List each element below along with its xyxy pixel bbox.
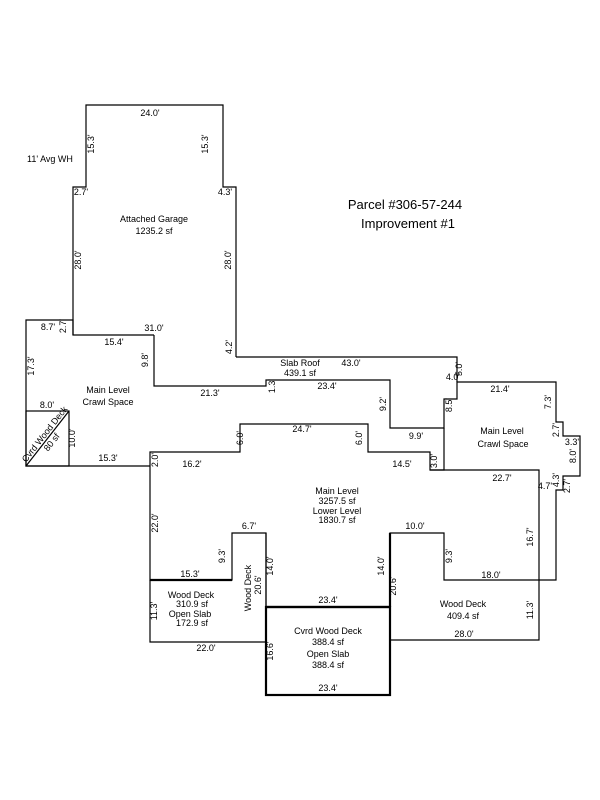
wood-deck-left-name: Wood Deck — [168, 590, 215, 600]
dim-deck-113a: 11.3' — [149, 601, 159, 620]
wood-deck-right-name: Wood Deck — [440, 599, 487, 609]
dim-ml-162: 16.2' — [182, 459, 202, 469]
dim-rc-27b: 2.7' — [562, 479, 572, 494]
dim-ml-67: 6.7' — [242, 521, 257, 531]
dim-rc-85: 8.5' — [444, 398, 454, 413]
wood-deck-left-outline — [149, 580, 266, 643]
dim-garage-top: 24.0' — [140, 108, 160, 118]
garage-name: Attached Garage — [120, 214, 188, 224]
lower-level-area: 1830.7 sf — [318, 515, 356, 525]
crawl-space-left-inner-outline — [153, 335, 581, 581]
dim-deck-234top: 23.4' — [318, 595, 338, 605]
dim-crawl-153: 15.3' — [98, 453, 118, 463]
dim-rc-33: 3.3' — [565, 437, 580, 447]
parcel-number: Parcel #306-57-244 — [348, 197, 462, 212]
wood-deck-right-area: 409.4 sf — [447, 611, 480, 621]
dim-garage-left-step: 2.7' — [74, 187, 89, 197]
dim-ml-60a: 6.0' — [235, 431, 245, 446]
dim-ml-20: 2.0' — [150, 453, 160, 468]
open-slab-bottom-area: 388.4 sf — [312, 660, 345, 670]
dim-ml-140a: 14.0' — [265, 556, 275, 576]
main-level-name: Main Level — [315, 486, 359, 496]
dim-deck-180: 18.0' — [481, 570, 501, 580]
dim-slab-50: 5.0' — [454, 362, 464, 377]
main-level-area: 3257.5 sf — [318, 496, 356, 506]
wood-deck-left-area: 310.9 sf — [176, 599, 209, 609]
covered-deck-bottom-name: Cvrd Wood Deck — [294, 626, 362, 636]
dim-ml-247: 24.7' — [292, 424, 312, 434]
dim-rc-27a: 2.7' — [551, 423, 561, 438]
dim-slab-234: 23.4' — [317, 381, 337, 391]
dim-garage-right: 28.0' — [223, 250, 233, 270]
dim-garage-right-step: 4.3' — [218, 187, 233, 197]
dim-deck-113b: 11.3' — [525, 600, 535, 619]
dim-slab-43: 43.0' — [341, 358, 361, 368]
dim-garage-bottom: 31.0' — [144, 323, 164, 333]
covered-deck-small-outline — [25, 410, 70, 467]
crawl-space-right-step — [430, 428, 445, 471]
lower-level-name: Lower Level — [313, 506, 362, 516]
slab-roof-name: Slab Roof — [280, 358, 320, 368]
wall-height-note: 11' Avg WH — [27, 154, 73, 164]
dim-crawl-step-side: 2.7' — [58, 319, 68, 334]
dim-rc-99: 9.9' — [409, 431, 424, 441]
open-slab-left-name: Open Slab — [169, 609, 212, 619]
dim-rc-227: 22.7' — [492, 473, 512, 483]
dim-ml-145: 14.5' — [392, 459, 412, 469]
dim-ml-140b: 14.0' — [376, 556, 386, 576]
dim-deck-166: 16.6' — [265, 641, 275, 661]
dim-rc-47: 4.7' — [538, 481, 553, 491]
crawl-left-line1: Main Level — [86, 385, 130, 395]
slab-roof-outline — [236, 356, 458, 382]
dim-rc-92: 9.2' — [378, 397, 388, 412]
open-slab-left-area: 172.9 sf — [176, 618, 209, 628]
dim-rc-43: 4.3' — [551, 473, 561, 488]
dim-garage-left-upper: 15.3' — [86, 134, 96, 154]
garage-outline — [72, 104, 237, 357]
dim-crawl-8: 8.0' — [40, 400, 55, 410]
dim-crawl-inner-side: 9.8' — [140, 353, 150, 368]
main-level-outline — [149, 423, 540, 608]
dim-ml-60b: 6.0' — [354, 431, 364, 446]
dim-ml-93a: 9.3' — [217, 549, 227, 564]
improvement-label: Improvement #1 — [361, 216, 455, 231]
dim-garage-right-lower: 4.2' — [224, 340, 234, 355]
dim-deck-220: 22.0' — [196, 643, 216, 653]
dim-rc-214: 21.4' — [490, 384, 510, 394]
dim-ml-167: 16.7' — [525, 527, 535, 547]
dim-crawl-step-top: 8.7' — [41, 322, 56, 332]
covered-deck-bottom-outline — [264, 605, 392, 697]
dim-crawl-inner-top: 15.4' — [104, 337, 124, 347]
dim-deck-234bottom: 23.4' — [318, 683, 338, 693]
covered-deck-small-name: Cvrd Wood Deck — [20, 404, 70, 464]
dim-crawl-left: 17.3' — [26, 356, 36, 376]
dim-ml-100: 10.0' — [405, 521, 425, 531]
dim-garage-left: 28.0' — [73, 250, 83, 270]
wood-deck-strip-name: Wood Deck — [243, 564, 253, 611]
dim-ml-220: 22.0' — [150, 513, 160, 533]
dim-garage-right-upper: 15.3' — [200, 134, 210, 154]
slab-roof-area: 439.1 sf — [284, 368, 317, 378]
dim-ml-30: 3.0' — [429, 454, 439, 469]
open-slab-bottom-name: Open Slab — [307, 649, 350, 659]
crawl-right-line1: Main Level — [480, 426, 524, 436]
dim-slab-13: 1.3' — [267, 379, 277, 394]
dim-rc-73: 7.3' — [543, 395, 553, 410]
dim-ml-93b: 9.3' — [444, 549, 454, 564]
crawl-left-line2: Crawl Space — [82, 397, 133, 407]
dim-slab-40: 4.0' — [446, 372, 461, 382]
wood-deck-right-outline — [390, 580, 540, 641]
covered-deck-small-diagonal — [25, 410, 70, 467]
garage-area: 1235.2 sf — [135, 226, 173, 236]
dim-crawl-bottom: 21.3' — [200, 388, 220, 398]
dim-deck-153: 15.3' — [180, 569, 200, 579]
dim-deck-206a: 20.6' — [253, 575, 263, 595]
dim-rc-80: 8.0' — [568, 449, 578, 464]
dim-deck-206b: 20.6' — [388, 576, 398, 596]
covered-deck-bottom-area: 388.4 sf — [312, 637, 345, 647]
dim-crawl-10: 10.0' — [67, 428, 77, 448]
dim-deck-280: 28.0' — [454, 629, 474, 639]
crawl-right-line2: Crawl Space — [477, 439, 528, 449]
